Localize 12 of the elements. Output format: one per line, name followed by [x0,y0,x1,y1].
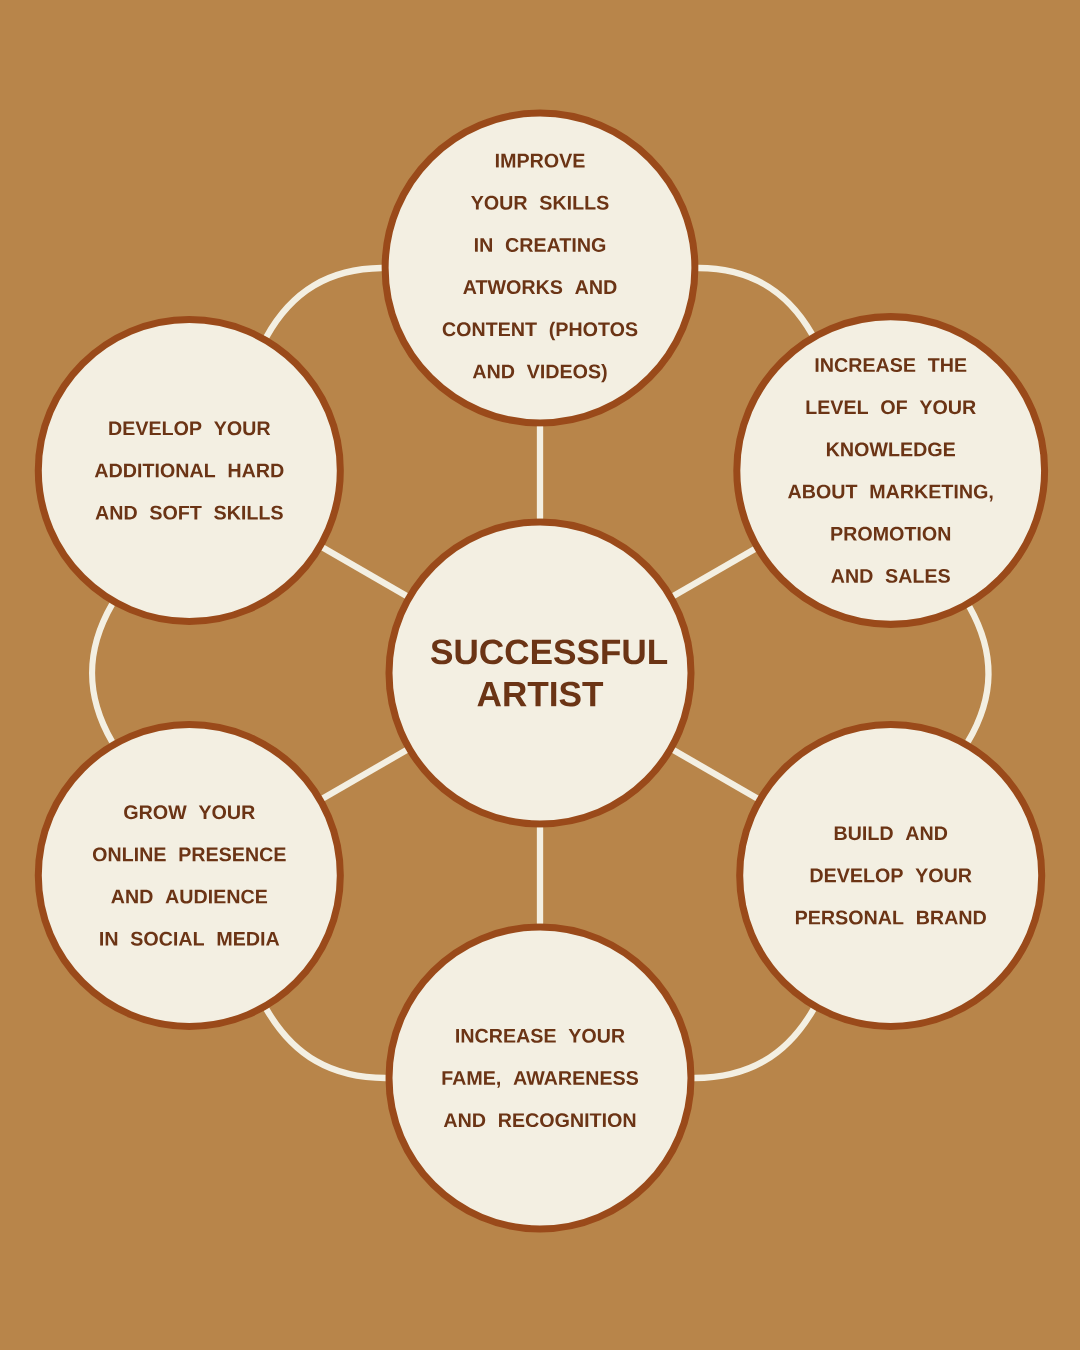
spoke-line [672,747,759,801]
spoke-line [536,426,544,519]
spoke-line [321,545,408,599]
ring-arc [698,264,815,336]
spoke-line [321,747,408,801]
spoke-line [536,827,544,924]
spoke-line [672,546,756,599]
ring-arc [263,1007,386,1082]
ring-arc [88,602,115,744]
ring-arc [965,605,992,744]
ring-arc [263,264,382,339]
ring-arc [694,1007,817,1082]
